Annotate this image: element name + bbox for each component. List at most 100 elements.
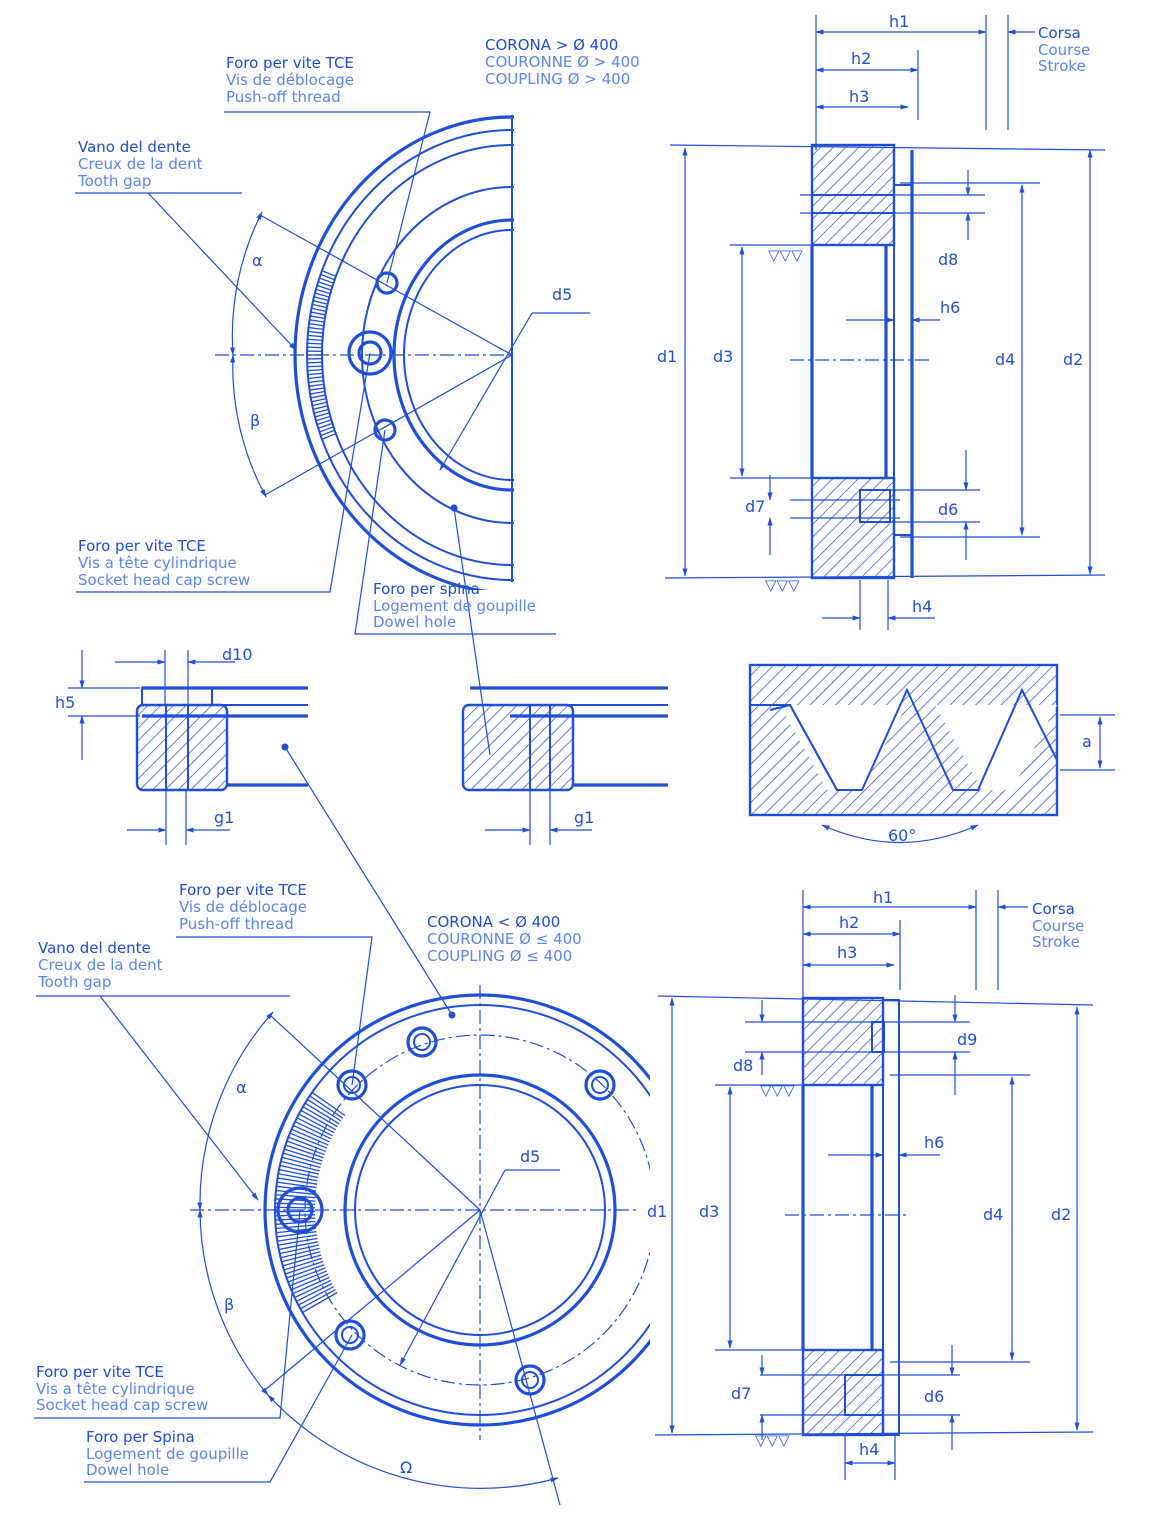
gear-tooth <box>307 334 323 338</box>
gear-tooth <box>302 1291 338 1314</box>
label-push-off-en: Push-off thread <box>226 88 341 106</box>
label-h3: h3 <box>837 943 857 962</box>
gear-tooth <box>314 292 330 298</box>
label-a: a <box>1082 732 1092 751</box>
label-socket-it: Foro per vite TCE <box>78 537 206 555</box>
gear-tooth <box>275 1206 316 1209</box>
gear-tooth <box>309 319 325 323</box>
alpha-line <box>259 214 513 356</box>
label-d4: d4 <box>983 1205 1003 1224</box>
gear-tooth <box>286 1140 325 1156</box>
gear-tooth <box>315 288 331 295</box>
gear-tooth <box>279 1164 320 1175</box>
gear-tooth <box>310 311 326 316</box>
gear-tooth <box>275 1189 316 1195</box>
gear-tooth <box>307 342 323 345</box>
gear-tooth <box>307 361 323 364</box>
gear-tooth <box>311 1091 346 1116</box>
label-h6: h6 <box>924 1133 944 1152</box>
gear-tooth <box>307 1098 342 1122</box>
gear-tooth <box>291 1128 329 1146</box>
surface-finish-icon: ▽▽▽ <box>768 246 803 264</box>
gear-tooth <box>275 1214 316 1217</box>
gear-tooth <box>312 303 328 309</box>
beta-dimension <box>230 354 267 498</box>
gear-tooth <box>308 383 324 387</box>
label-d7: d7 <box>731 1384 751 1403</box>
label-dowel-fr: Logement de goupille <box>86 1445 249 1463</box>
gear-tooth <box>311 398 327 403</box>
label-course: Course <box>1038 41 1090 59</box>
gear-tooth <box>287 1267 326 1283</box>
label-beta: β <box>250 411 260 430</box>
gear-tooth <box>308 326 324 331</box>
gear-tooth <box>278 1168 319 1179</box>
label-60-degrees: 60° <box>888 826 916 845</box>
label-d10: d10 <box>222 645 253 664</box>
label-d3: d3 <box>699 1202 719 1221</box>
gear-tooth <box>300 1288 336 1310</box>
gear-tooth <box>294 1121 332 1140</box>
gear-tooth <box>308 323 324 327</box>
label-tooth-gap-it: Vano del dente <box>38 939 151 957</box>
label-tooth-gap-fr: Creux de la dent <box>78 155 203 173</box>
label-d6: d6 <box>938 500 958 519</box>
label-d5: d5 <box>520 1147 540 1166</box>
label-socket-fr: Vis a tête cylindrique <box>78 554 237 572</box>
detail-push-off-section <box>68 650 453 1016</box>
gear-tooth <box>292 1276 330 1295</box>
label-push-off-fr: Vis de déblocage <box>179 898 307 916</box>
gear-tooth <box>308 330 324 334</box>
title-corona: CORONA < Ø 400 <box>427 913 560 931</box>
thread-profile-detail <box>748 663 1115 843</box>
gear-tooth <box>313 408 329 414</box>
gear-tooth <box>298 1285 335 1306</box>
gear-tooth <box>294 1279 332 1299</box>
label-alpha: α <box>252 251 263 270</box>
detail-dowel-section <box>461 686 668 845</box>
gear-tooth <box>314 412 330 418</box>
gear-tooth <box>275 1224 316 1230</box>
label-alpha: α <box>236 1078 247 1097</box>
label-d2: d2 <box>1051 1205 1071 1224</box>
gear-tooth <box>278 1241 319 1251</box>
gear-tooth <box>312 405 328 411</box>
gear-tooth <box>304 1102 340 1125</box>
screw-hole-inner <box>357 340 383 366</box>
label-d8: d8 <box>733 1056 753 1075</box>
gear-tooth <box>289 1270 327 1287</box>
label-d6: d6 <box>924 1387 944 1406</box>
label-h5: h5 <box>55 693 75 712</box>
gear-tooth <box>302 1106 338 1128</box>
label-h1: h1 <box>889 12 909 31</box>
title-couronne: COURONNE Ø > 400 <box>485 53 640 71</box>
gear-tooth <box>279 1244 319 1255</box>
gear-tooth <box>308 376 324 380</box>
title-coupling: COUPLING Ø ≤ 400 <box>427 947 572 965</box>
label-d3: d3 <box>713 347 733 366</box>
gear-tooth <box>316 284 332 291</box>
holes-bottom <box>276 1011 616 1396</box>
gear-tooth <box>317 281 333 288</box>
gear-tooth <box>307 338 323 341</box>
push-off-hole <box>375 271 399 295</box>
gear-tooth <box>285 1144 324 1159</box>
gear-tooth <box>282 1152 322 1165</box>
gear-tooth <box>309 1095 344 1119</box>
gear-tooth <box>288 1136 327 1152</box>
section-bottom <box>810 476 896 580</box>
pocket-bottom <box>859 489 891 523</box>
label-d4: d4 <box>995 350 1015 369</box>
gear-tooth <box>308 379 324 384</box>
holes <box>347 271 458 512</box>
label-stroke: Stroke <box>1038 57 1086 75</box>
title-couronne: COURONNE Ø ≤ 400 <box>427 930 582 948</box>
label-tooth-gap-en: Tooth gap <box>77 172 151 190</box>
label-d1: d1 <box>657 347 677 366</box>
gear-tooth <box>319 426 334 433</box>
gear-tooth <box>319 277 334 284</box>
gear-tooth <box>290 1273 329 1291</box>
gear-tooth <box>278 1173 318 1182</box>
svg-text:▽▽▽: ▽▽▽ <box>755 1431 790 1449</box>
gear-tooth <box>312 299 328 305</box>
